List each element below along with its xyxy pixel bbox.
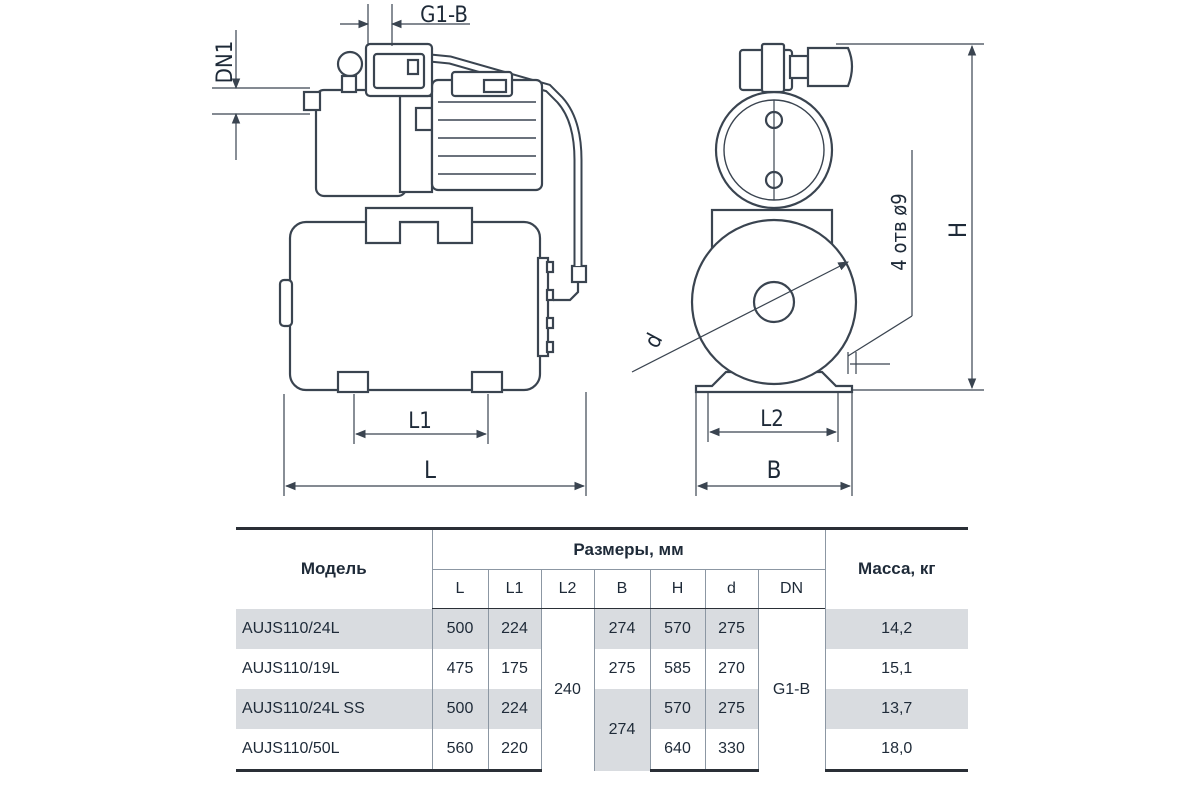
table-row: AUJS110/19L 475 175 275 585 270 15,1 [236,649,968,689]
cell-l: 500 [431,689,488,729]
table-row: AUJS110/24L 500 224 240 274 570 275 G1-B… [236,608,968,771]
col-header-b: B [593,569,650,609]
header-dimensions: Размеры, мм [431,527,825,570]
cell-h: 585 [649,649,705,689]
pressure-gauge [336,50,364,78]
technical-drawing: DN1 G1-B L1 L L2 B H d 4 отв ø9 [212,3,984,496]
label-b: B [767,456,782,484]
cell-mass: 18,0 [824,729,968,772]
label-l2: L2 [760,407,784,432]
cell-b-merged: 274 [593,689,650,771]
label-d: d [640,330,668,353]
cell-model: AUJS110/24L [236,608,432,649]
front-view-dimensions [631,43,984,496]
label-dn1: DN1 [213,41,238,84]
cell-l1: 175 [487,649,541,689]
table-row: AUJS110/24L SS 500 224 274 570 275 13,7 [236,689,968,771]
label-g1b: G1-B [420,3,468,28]
label-h: H [944,222,972,238]
cell-dn-merged: G1-B [757,608,825,771]
header-mass: Масса, кг [824,527,968,609]
cell-h: 570 [649,689,705,729]
side-view-dimensions [212,4,587,496]
label-l: L [424,456,436,484]
specifications-table: Модель Размеры, мм Масса, кг L L1 L2 B H… [236,527,968,772]
cell-l1: 220 [487,729,541,772]
cell-h: 570 [649,608,705,649]
cell-d: 270 [704,649,758,689]
col-header-l: L [431,569,488,609]
side-view [278,42,588,394]
cell-l: 475 [431,649,488,689]
cell-mass: 13,7 [824,689,968,729]
cell-l1: 224 [487,608,541,649]
cell-l2-merged: 240 [540,608,594,771]
col-header-d: d [704,569,758,609]
label-l1: L1 [408,409,432,434]
tank-body [288,220,542,392]
cell-d: 275 [704,608,758,649]
cell-l: 500 [431,608,488,649]
cell-model: AUJS110/19L [242,660,340,677]
pump-housing [314,88,408,198]
cell-mass: 15,1 [824,649,968,689]
cell-d: 275 [704,689,758,729]
col-header-l2: L2 [540,569,594,609]
col-header-h: H [649,569,705,609]
col-header-l1: L1 [487,569,541,609]
cell-h: 640 [649,729,705,772]
cell-model: AUJS110/50L [236,729,432,772]
table-row: AUJS110/50L 560 220 640 330 18,0 [236,729,968,772]
cell-b: 274 [593,608,650,649]
cell-l1: 224 [487,689,541,729]
front-view [690,42,858,394]
cell-b: 275 [593,649,650,689]
cell-d: 330 [704,729,758,772]
header-model: Модель [236,527,432,609]
cell-model: AUJS110/24L SS [236,689,432,729]
cell-mass: 14,2 [824,608,968,649]
cell-l: 560 [431,729,488,772]
col-header-dn: DN [757,569,825,609]
label-holes: 4 отв ø9 [887,193,911,270]
